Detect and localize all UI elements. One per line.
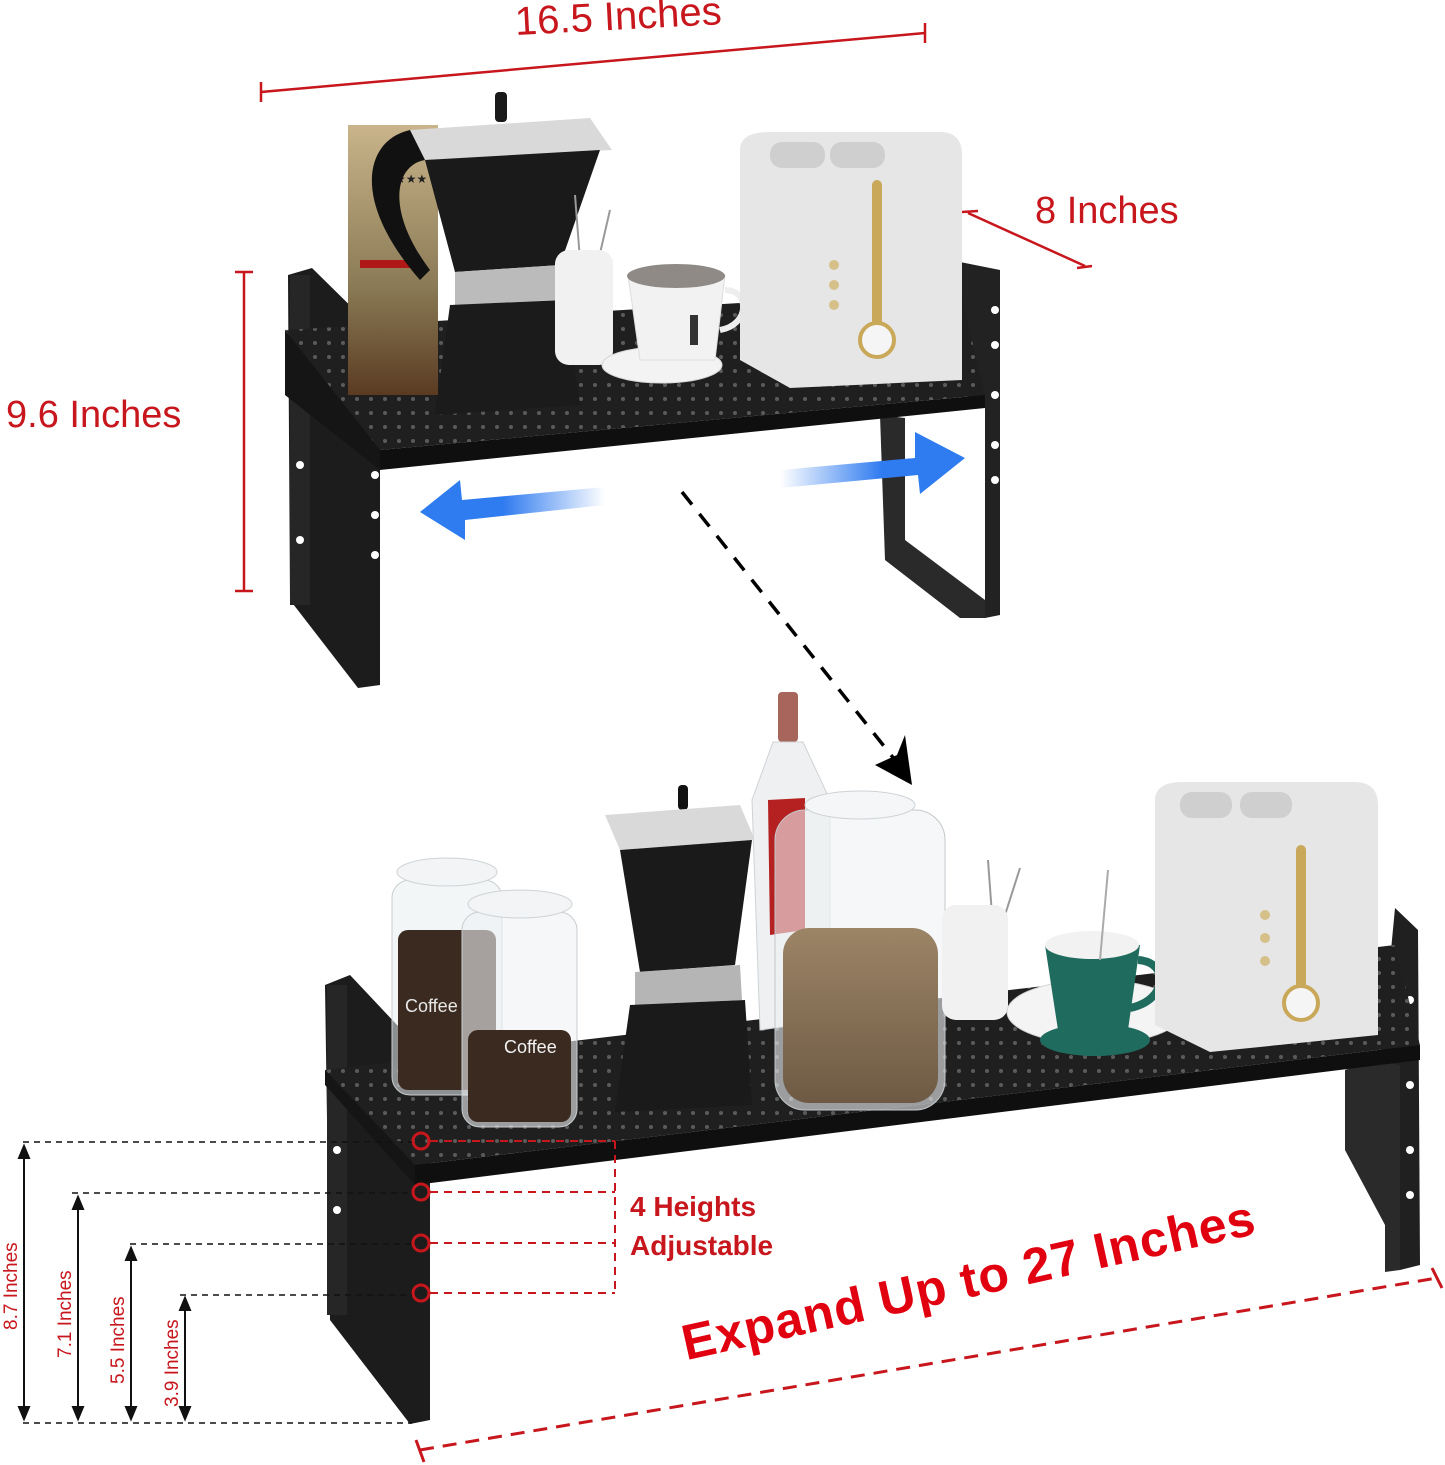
heights-title-line1: 4 Heights	[630, 1191, 757, 1222]
coffee-bag: ★★★	[348, 125, 438, 395]
coffee-cup-saucer	[601, 264, 747, 384]
moka-pot	[605, 785, 755, 1112]
height-markers	[411, 1131, 431, 1303]
utensil-holder	[555, 194, 613, 365]
bottom-shelf-illustration: Coffee Coffee	[17, 692, 1444, 1463]
height-dimension-line	[235, 270, 253, 593]
height-option-3-9: 3.9 Inches	[162, 1319, 183, 1407]
expand-right-arrow	[780, 432, 965, 494]
utensil-holder	[942, 859, 1021, 1020]
toaster	[740, 132, 962, 388]
height-option-7-1: 7.1 Inches	[55, 1270, 76, 1358]
height-arrows	[17, 1143, 192, 1422]
height-reference-lines	[23, 1141, 412, 1424]
depth-dimension-line	[961, 209, 1093, 270]
coffee-jar: Coffee	[461, 889, 578, 1128]
depth-dimension-label: 8 Inches	[1035, 190, 1179, 232]
height-option-5-5: 5.5 Inches	[108, 1296, 129, 1384]
height-option-8-7: 8.7 Inches	[1, 1242, 22, 1330]
expand-left-arrow	[420, 480, 605, 540]
height-dimension-label: 9.6 Inches	[6, 394, 182, 436]
heights-title-line2: Adjustable	[630, 1230, 774, 1262]
transition-dashed-arrow	[680, 490, 912, 785]
adjustable-heights-label: 4 Heights Adjustable	[630, 1187, 773, 1265]
green-cup-saucer	[1006, 869, 1184, 1056]
svg-text:Coffee: Coffee	[504, 1037, 557, 1057]
width-dimension-line	[259, 23, 927, 102]
top-shelf-illustration: ★★★	[235, 23, 1093, 688]
toaster	[1155, 782, 1378, 1052]
grain-jar	[774, 790, 946, 1111]
height-marker-leaders	[430, 1140, 616, 1294]
moka-pot	[371, 92, 612, 415]
svg-text:Coffee: Coffee	[405, 996, 458, 1016]
expand-dimension-line	[414, 1267, 1444, 1463]
